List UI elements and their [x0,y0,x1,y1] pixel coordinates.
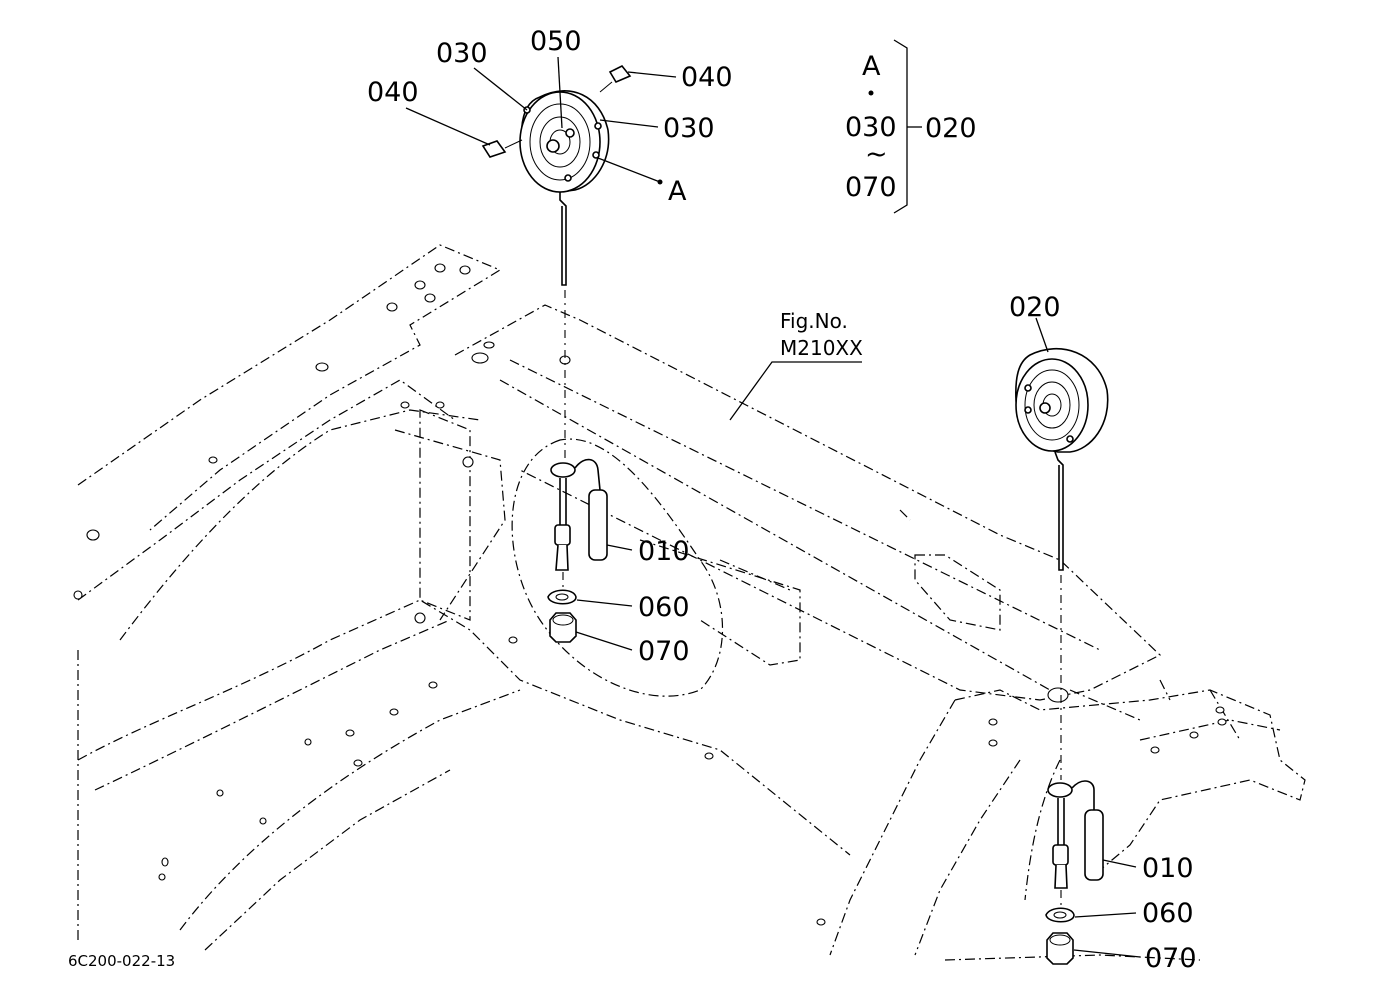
key-dot [868,90,874,96]
callout-070-right: 070 [1145,943,1197,974]
key-a: A [862,51,881,82]
chassis-frame [77,244,1306,961]
callout-a-mark: A [668,176,687,207]
callout-leaders [405,56,1141,958]
callout-labels: 040 030 050 040 030 A 020 010 060 070 01… [367,26,1197,974]
key-tilde: ~ [865,139,888,170]
key-from: 030 [845,112,897,143]
callout-070-left: 070 [638,636,690,667]
callout-060-right: 060 [1142,898,1194,929]
meter-assembly-left [481,64,632,643]
callout-030-left: 030 [436,38,488,69]
callout-010-left: 010 [638,536,690,567]
figure-note-line2: M210XX [780,336,863,360]
callout-010-right: 010 [1142,853,1194,884]
reference-code: 6C200-022-13 [68,952,175,970]
callout-050: 050 [530,26,582,57]
frame-holes [73,263,1227,926]
key-to: 070 [845,172,897,203]
callout-020-top: 020 [1009,292,1061,323]
callout-040-right: 040 [681,62,733,93]
figure-note-line1: Fig.No. [780,309,848,333]
callout-030-right: 030 [663,113,715,144]
figure-note: Fig.No. M210XX [729,309,863,421]
assembly-key: A 030 ~ 070 020 [845,39,977,214]
callout-040-left: 040 [367,77,419,108]
key-assembly: 020 [925,113,977,144]
meter-assembly-right [1015,347,1109,965]
callout-060-left: 060 [638,592,690,623]
